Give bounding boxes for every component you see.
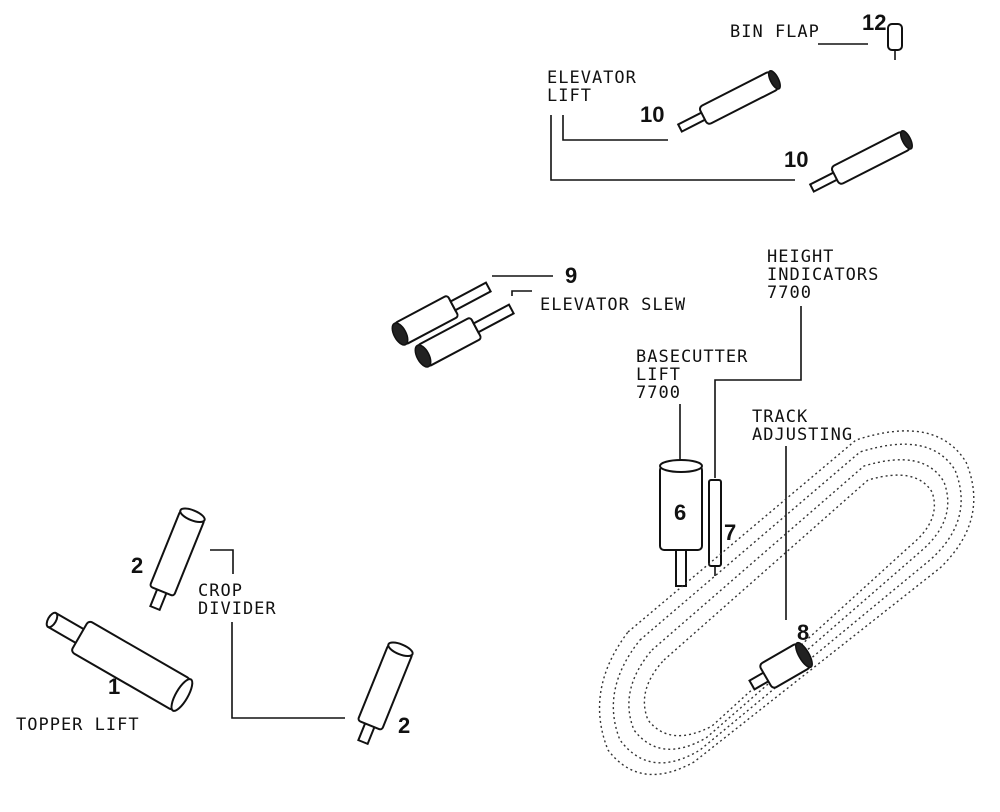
bin-flap-label: BIN FLAP [730,22,820,42]
callout-7: 7 [724,520,736,545]
callout-12: 12 [862,10,886,35]
crop-divider-cylinder-1 [149,507,206,612]
callout-9: 9 [565,263,577,288]
height-indicators-label-1: HEIGHT [767,247,834,267]
crop-divider-group: 2 CROP DIVIDER 2 [131,507,414,746]
basecutter-lift-group: BASECUTTER LIFT 7700 6 7 [636,347,748,587]
crop-divider-label-2: DIVIDER [198,599,277,619]
topper-lift-cylinder [45,611,194,712]
topper-lift-label: TOPPER LIFT [16,715,140,735]
track-adjusting-label-2: ADJUSTING [752,425,853,445]
elevator-lift-cylinder-1 [676,70,781,133]
height-indicators-label-3: 7700 [767,283,812,303]
callout-8: 8 [797,620,809,645]
height-indicators-group: HEIGHT INDICATORS 7700 [714,247,879,478]
elevator-slew-leader-2 [511,290,532,296]
crop-divider-cylinder-2 [357,641,414,746]
track-assembly [598,430,975,776]
callout-2a: 2 [131,553,143,578]
track-adjusting-label-1: TRACK [752,407,808,427]
elevator-slew-cylinder-2 [414,303,515,368]
bin-flap-group: BIN FLAP 12 [730,10,903,60]
basecutter-label-1: BASECUTTER [636,347,748,367]
height-indicators-leader [714,306,802,478]
crop-divider-leader-1 [210,549,234,574]
elevator-lift-label-1: ELEVATOR [547,68,637,88]
height-indicators-label-2: INDICATORS [767,265,879,285]
elevator-slew-group: 9 ELEVATOR SLEW [391,263,686,368]
track-adjusting-group: TRACK ADJUSTING 8 [598,407,975,776]
bin-flap-cylinder [887,23,903,60]
elevator-slew-label: ELEVATOR SLEW [540,295,686,315]
callout-6: 6 [674,500,686,525]
topper-lift-group: 1 TOPPER LIFT [16,611,194,735]
basecutter-cylinder [659,459,703,587]
height-indicator-rod [708,479,722,576]
elevator-lift-cylinder-2 [808,130,913,193]
basecutter-label-2: LIFT [636,365,681,385]
callout-2b: 2 [398,713,410,738]
callout-10b: 10 [784,147,808,172]
elevator-lift-leader-2 [550,115,795,181]
elevator-lift-leader-1 [562,115,668,141]
crop-divider-label-1: CROP [198,581,243,601]
callout-1: 1 [108,674,120,699]
basecutter-label-3: 7700 [636,383,681,403]
elevator-lift-group: ELEVATOR LIFT 10 10 [547,68,913,193]
elevator-lift-label-2: LIFT [547,86,592,106]
elevator-slew-cylinder-1 [391,281,492,346]
callout-10a: 10 [640,102,664,127]
track-adjuster-cylinder [748,641,813,691]
crop-divider-leader-2 [231,622,345,719]
